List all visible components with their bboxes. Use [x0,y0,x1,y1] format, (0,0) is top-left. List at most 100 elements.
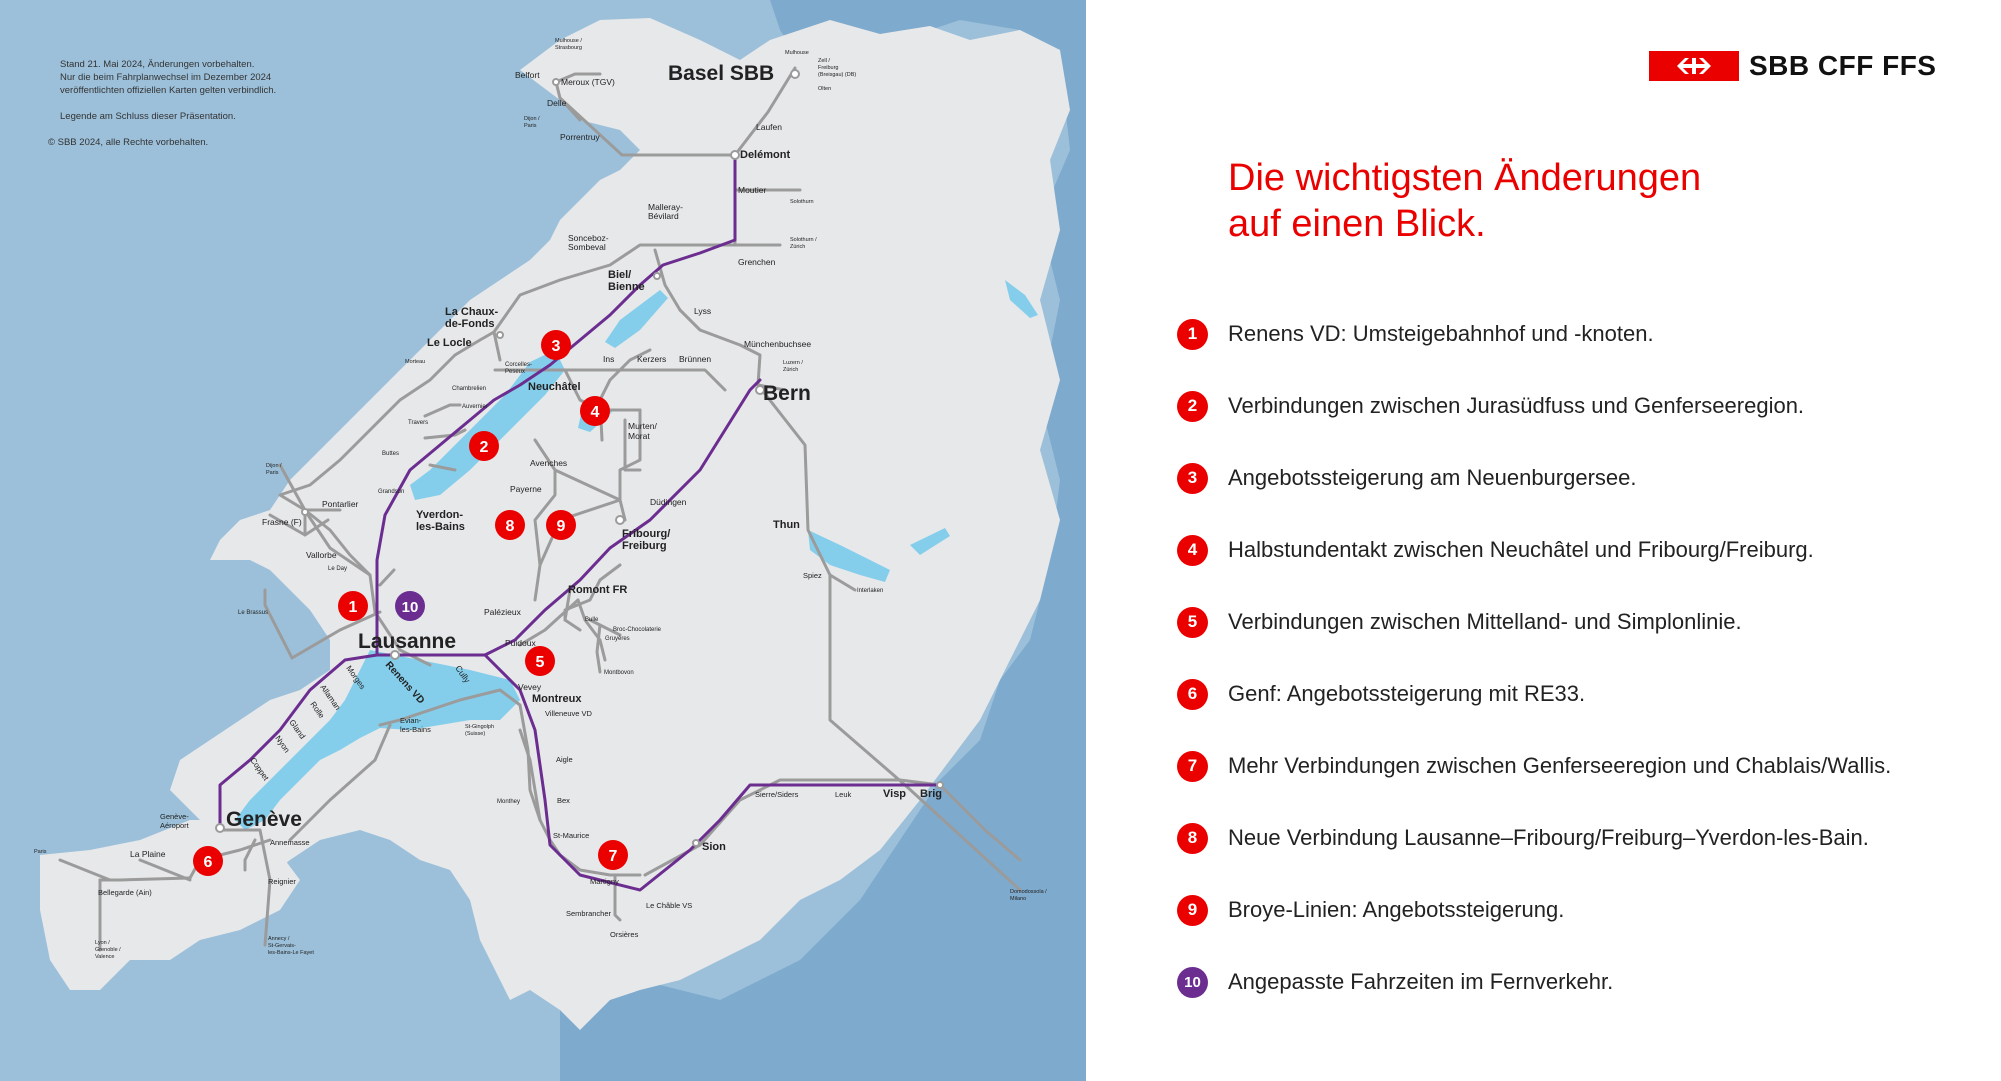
marker-8[interactable]: 8 [495,510,525,540]
notice-line-5: © SBB 2024, alle Rechte vorbehalten. [48,137,209,148]
svg-text:Gruyères: Gruyères [605,636,630,642]
svg-text:(Breisgau) (DB): (Breisgau) (DB) [818,72,856,78]
svg-text:St-Gervais-: St-Gervais- [268,943,296,949]
marker-6[interactable]: 6 [193,846,223,876]
marker-3[interactable]: 3 [541,330,571,360]
svg-text:Aéroport: Aéroport [160,821,190,830]
svg-text:Paris: Paris [524,123,537,129]
change-text-4: Halbstundentakt zwischen Neuchâtel und F… [1228,537,1814,562]
city-sion: Sion [702,841,726,853]
svg-text:Lyon /: Lyon / [95,940,110,946]
svg-text:Corcelles-: Corcelles- [505,362,532,368]
svg-text:Annemasse: Annemasse [270,838,310,847]
change-markers: 1 2 3 4 5 6 7 8 [193,330,628,876]
svg-text:Bulle: Bulle [585,617,599,623]
svg-text:Morat: Morat [628,431,650,441]
svg-text:Porrentruy: Porrentruy [560,132,600,142]
svg-text:Bévilard: Bévilard [648,211,679,221]
svg-text:1: 1 [349,599,358,616]
marker-9[interactable]: 9 [546,510,576,540]
marker-10[interactable]: 10 [395,591,425,621]
change-item-2: 2 Verbindungen zwischen Jurasüdfuss und … [1177,370,1891,442]
svg-text:les-Bains-Le Fayet: les-Bains-Le Fayet [268,950,314,956]
svg-text:Grenchen: Grenchen [738,257,776,267]
svg-text:Belfort: Belfort [515,70,540,80]
city-romont: Romont FR [568,584,627,596]
svg-text:Lyss: Lyss [694,306,711,316]
svg-text:Solothurn /: Solothurn / [790,237,817,243]
change-item-3: 3 Angebotssteigerung am Neuenburgersee. [1177,442,1891,514]
page-title-line-2: auf einen Blick. [1228,203,1486,245]
city-lausanne: Lausanne [358,630,456,653]
sbb-logo-icon [1649,51,1739,81]
marker-4[interactable]: 4 [580,396,610,426]
svg-text:Le Day: Le Day [328,566,347,572]
svg-text:Sierre/Siders: Sierre/Siders [755,790,799,799]
change-badge-10: 10 [1177,966,1208,998]
change-text-10: Angepasste Fahrzeiten im Fernverkehr. [1228,969,1614,994]
svg-text:Valence: Valence [95,954,114,960]
svg-text:Payerne: Payerne [510,484,542,494]
marker-2[interactable]: 2 [469,431,499,461]
change-text-1: Renens VD: Umsteigebahnhof und -knoten. [1228,321,1654,346]
svg-text:Buttes: Buttes [382,451,399,457]
svg-text:Strasbourg: Strasbourg [555,45,582,51]
svg-text:Vevey: Vevey [518,682,542,692]
city-yverdon-2: les-Bains [416,521,465,533]
svg-text:Interlaken: Interlaken [857,588,883,594]
svg-text:Auvernier: Auvernier [462,404,488,410]
svg-text:Reignier: Reignier [268,877,296,886]
svg-text:Luzern /: Luzern / [783,360,803,366]
svg-text:Broc-Chocolaterie: Broc-Chocolaterie [613,627,662,633]
change-text-8: Neue Verbindung Lausanne–Fribourg/Freibu… [1228,825,1869,850]
svg-text:8: 8 [506,518,515,535]
marker-7[interactable]: 7 [598,840,628,870]
svg-text:Monthey: Monthey [497,799,520,805]
notice-line-3: veröffentlichten offiziellen Karten gelt… [60,85,277,96]
legend-panel: SBB CFF FFS Die wichtigsten Änderungen a… [1086,0,2001,1081]
lake-east [1005,280,1038,318]
svg-text:Leuk: Leuk [835,790,852,799]
svg-text:Bex: Bex [557,796,570,805]
change-text-6: Genf: Angebotssteigerung mit RE33. [1228,681,1586,706]
sbb-logo[interactable]: SBB CFF FFS [1649,50,1937,82]
svg-text:Sombeval: Sombeval [568,242,606,252]
city-visp: Visp [883,788,906,800]
lake-geneva [235,650,520,830]
svg-text:Evian-: Evian- [400,716,422,725]
change-item-5: 5 Verbindungen zwischen Mittelland- und … [1177,586,1891,658]
svg-text:Palézieux: Palézieux [484,607,522,617]
city-bern: Bern [763,382,811,405]
svg-text:Travers: Travers [408,420,428,426]
change-badge-7: 7 [1177,750,1208,782]
city-delemont: Delémont [740,149,790,161]
svg-text:Domodossola /: Domodossola / [1010,889,1047,895]
svg-text:Orsières: Orsières [610,930,639,939]
change-badge-9: 9 [1177,894,1208,926]
marker-5[interactable]: 5 [525,646,555,676]
svg-text:Malleray-: Malleray- [648,202,683,212]
svg-text:Bellegarde (Ain): Bellegarde (Ain) [98,888,152,897]
svg-text:Montbovon: Montbovon [604,670,634,676]
marker-1[interactable]: 1 [338,591,368,621]
svg-text:Freiburg: Freiburg [818,65,838,71]
svg-text:Morteau: Morteau [405,359,425,365]
svg-text:Paris: Paris [34,849,47,855]
svg-text:2: 2 [480,439,489,456]
city-fribourg-2: Freiburg [622,540,667,552]
city-lachaux-1: La Chaux- [445,306,499,318]
dark-territory-top-right [560,0,1086,1081]
city-biel-2: Bienne [608,281,645,293]
svg-text:Mulhouse /: Mulhouse / [555,38,582,44]
svg-text:9: 9 [557,518,566,535]
svg-text:Solothurn: Solothurn [790,199,814,205]
lake-brienz [910,528,950,555]
change-badge-8: 8 [1177,822,1208,854]
notice-line-1: Stand 21. Mai 2024, Änderungen vorbehalt… [60,59,255,70]
svg-text:6: 6 [204,854,213,871]
svg-text:St-Maurice: St-Maurice [553,831,589,840]
svg-text:Olten: Olten [818,86,831,92]
lake-biel [605,290,668,348]
svg-text:Peseux: Peseux [505,369,525,375]
svg-text:Murten/: Murten/ [628,421,657,431]
